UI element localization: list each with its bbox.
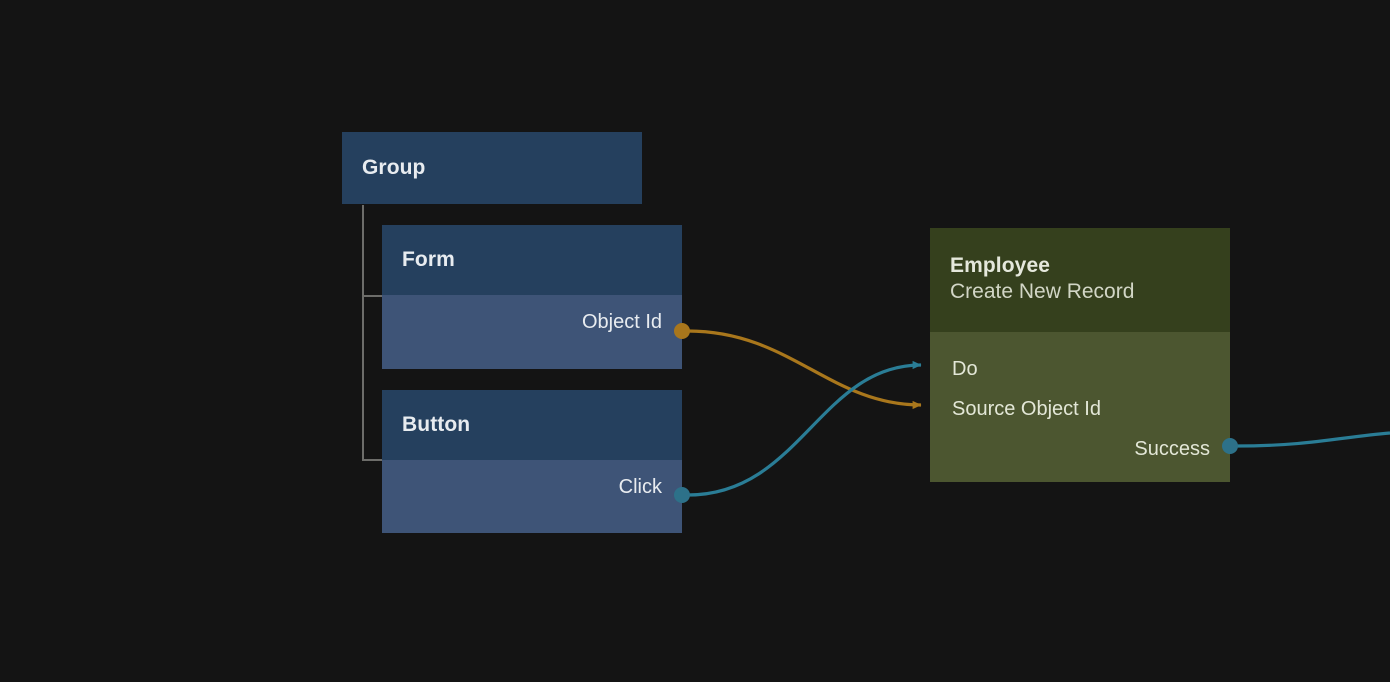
node-form[interactable]: Form Object Id: [382, 225, 690, 369]
node-group-title: Group: [362, 155, 426, 179]
port-row-employee-do[interactable]: Do: [952, 355, 978, 383]
node-button-header[interactable]: Button: [382, 390, 682, 460]
node-employee-subtitle: Create New Record: [950, 280, 1135, 304]
group-tree-vertical-line: [362, 205, 364, 461]
port-row-button-click[interactable]: Click: [619, 460, 662, 514]
node-employee[interactable]: Employee Create New Record Do Source Obj…: [930, 228, 1238, 482]
port-row-employee-success[interactable]: Success: [1134, 435, 1210, 463]
node-form-header[interactable]: Form: [382, 225, 682, 295]
node-employee-header[interactable]: Employee Create New Record: [930, 228, 1230, 332]
port-label-do: Do: [952, 357, 978, 380]
node-button-body: Click: [382, 460, 682, 533]
group-tree-branch-form: [362, 295, 383, 297]
port-row-employee-source-object-id[interactable]: Source Object Id: [952, 395, 1101, 423]
port-dot-click[interactable]: [674, 487, 690, 503]
node-form-body: Object Id: [382, 295, 682, 369]
node-button[interactable]: Button Click: [382, 390, 690, 533]
node-employee-body: Do Source Object Id Success: [930, 332, 1230, 482]
wire-click-to-do: [687, 360, 922, 497]
node-employee-title: Employee: [950, 254, 1051, 278]
node-group-header[interactable]: Group: [342, 132, 642, 204]
port-label-success: Success: [1134, 437, 1210, 460]
wire-objectid-to-sourceobjectid: [687, 329, 922, 410]
port-row-form-object-id[interactable]: Object Id: [582, 295, 662, 349]
wire-success-outgoing: [1235, 431, 1390, 448]
port-label-source-object-id: Source Object Id: [952, 397, 1101, 420]
port-label-object-id: Object Id: [581, 310, 662, 333]
node-group[interactable]: Group: [342, 132, 642, 204]
port-label-click: Click: [618, 475, 662, 498]
node-form-title: Form: [402, 247, 455, 271]
group-tree-branch-button: [362, 459, 383, 461]
port-dot-object-id[interactable]: [674, 323, 690, 339]
port-dot-success[interactable]: [1222, 438, 1238, 454]
node-button-title: Button: [402, 412, 471, 436]
